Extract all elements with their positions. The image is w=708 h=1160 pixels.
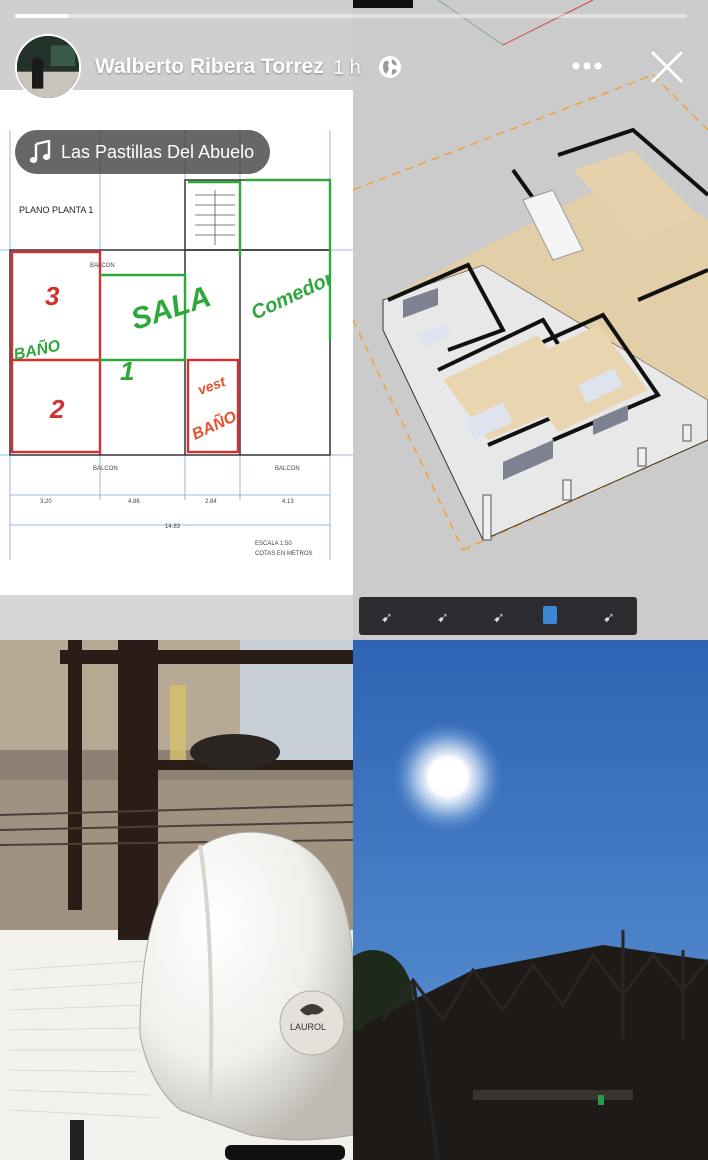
sky-construction-scene xyxy=(353,640,708,1160)
3d-model-render: ➹ ➹ ➹ ➹ xyxy=(353,0,708,640)
helmet-photo: LAUROL xyxy=(0,640,353,1160)
avatar[interactable] xyxy=(15,34,81,100)
story-progress-fill xyxy=(15,14,69,18)
avatar-photo xyxy=(17,36,79,98)
close-button[interactable] xyxy=(648,48,686,86)
svg-text:ESCALA 1:50: ESCALA 1:50 xyxy=(255,541,292,547)
svg-text:1: 1 xyxy=(120,356,134,386)
music-title: Las Pastillas Del Abuelo xyxy=(61,141,255,162)
svg-text:14.83: 14.83 xyxy=(165,524,181,530)
close-icon xyxy=(651,51,683,83)
svg-text:BALCON: BALCON xyxy=(93,466,118,472)
sky-construction-photo xyxy=(353,640,708,1160)
svg-text:➹: ➹ xyxy=(381,610,393,626)
svg-text:➹: ➹ xyxy=(493,610,505,626)
author-name[interactable]: Walberto Ribera Torrez xyxy=(95,55,324,78)
story-progress-bar xyxy=(15,14,687,18)
svg-text:3: 3 xyxy=(45,281,60,311)
svg-text:2: 2 xyxy=(49,394,65,424)
more-horizontal-icon xyxy=(572,62,602,70)
music-sticker[interactable]: Las Pastillas Del Abuelo xyxy=(15,130,271,174)
svg-text:COTAS EN METROS: COTAS EN METROS xyxy=(255,551,313,557)
plan-title: PLANO PLANTA 1 xyxy=(19,205,94,215)
music-note-icon xyxy=(29,140,51,163)
post-time: 1 h xyxy=(333,57,361,79)
svg-text:➹: ➹ xyxy=(603,610,615,626)
svg-text:LAUROL: LAUROL xyxy=(290,1022,326,1032)
globe-icon xyxy=(378,55,402,79)
svg-text:4.86: 4.86 xyxy=(128,499,140,505)
svg-text:➹: ➹ xyxy=(437,610,449,626)
svg-text:BALCON: BALCON xyxy=(275,466,300,472)
helmet-scene: LAUROL xyxy=(0,640,353,1160)
more-options-button[interactable] xyxy=(568,52,608,80)
3d-model-photo: ➹ ➹ ➹ ➹ xyxy=(353,0,708,640)
svg-text:3.20: 3.20 xyxy=(40,499,52,505)
svg-text:4.13: 4.13 xyxy=(282,499,294,505)
svg-text:2.84: 2.84 xyxy=(205,499,217,505)
svg-text:BALCON: BALCON xyxy=(90,263,115,269)
